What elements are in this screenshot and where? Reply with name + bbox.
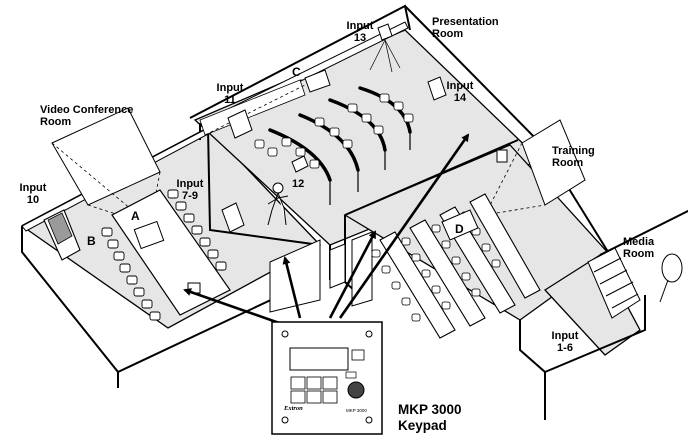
lectern-input-11 — [227, 109, 253, 139]
label-input-14: Input 14 — [446, 80, 474, 104]
label-input-13: Input 13 — [346, 20, 374, 44]
equipment-input-14 — [427, 76, 447, 101]
presentation-screen — [199, 79, 306, 136]
label-input-10: Input 10 — [19, 182, 47, 206]
label-media-room: Media Room — [623, 236, 655, 260]
marker-b: B — [87, 234, 96, 248]
marker-d: D — [455, 222, 464, 236]
keypad-arrows — [183, 133, 470, 327]
media-floor — [543, 254, 641, 356]
presenter-figure — [267, 182, 289, 226]
projector-c — [304, 69, 331, 93]
label-input-12: 12 — [292, 178, 305, 190]
label-training-room: Training Room — [552, 145, 595, 169]
laptop-12 — [291, 155, 309, 173]
mkp-keypad-device — [271, 321, 383, 435]
satellite-dish — [659, 253, 683, 303]
label-input-11: Input 11 — [216, 82, 244, 106]
vc-monitor-screen — [47, 212, 73, 245]
marker-a: A — [131, 209, 140, 223]
marker-c: C — [292, 65, 301, 79]
lectern-input-7-9 — [221, 202, 245, 233]
label-presentation-room: Presentation Room — [432, 16, 499, 40]
label-input-7-9: Input 7-9 — [176, 178, 204, 202]
training-wall-panel — [496, 149, 508, 163]
camera-13-lines — [369, 39, 401, 73]
label-video-conference-room: Video Conference Room — [40, 104, 134, 128]
label-input-1-6: Input 1-6 — [551, 330, 579, 354]
presentation-chairs — [254, 93, 414, 169]
keypad-model-label: MKP 3000 — [346, 408, 367, 413]
media-rack — [587, 247, 641, 319]
training-screen — [521, 119, 586, 206]
conference-chairs — [101, 189, 227, 321]
keypad-title: MKP 3000 Keypad — [398, 402, 462, 433]
presentation-desk-legs — [329, 132, 411, 205]
keypad-brand: Extron — [284, 405, 303, 412]
training-projector-d — [441, 209, 479, 241]
conference-camera — [133, 220, 165, 250]
ceiling-camera-13 — [377, 23, 393, 41]
